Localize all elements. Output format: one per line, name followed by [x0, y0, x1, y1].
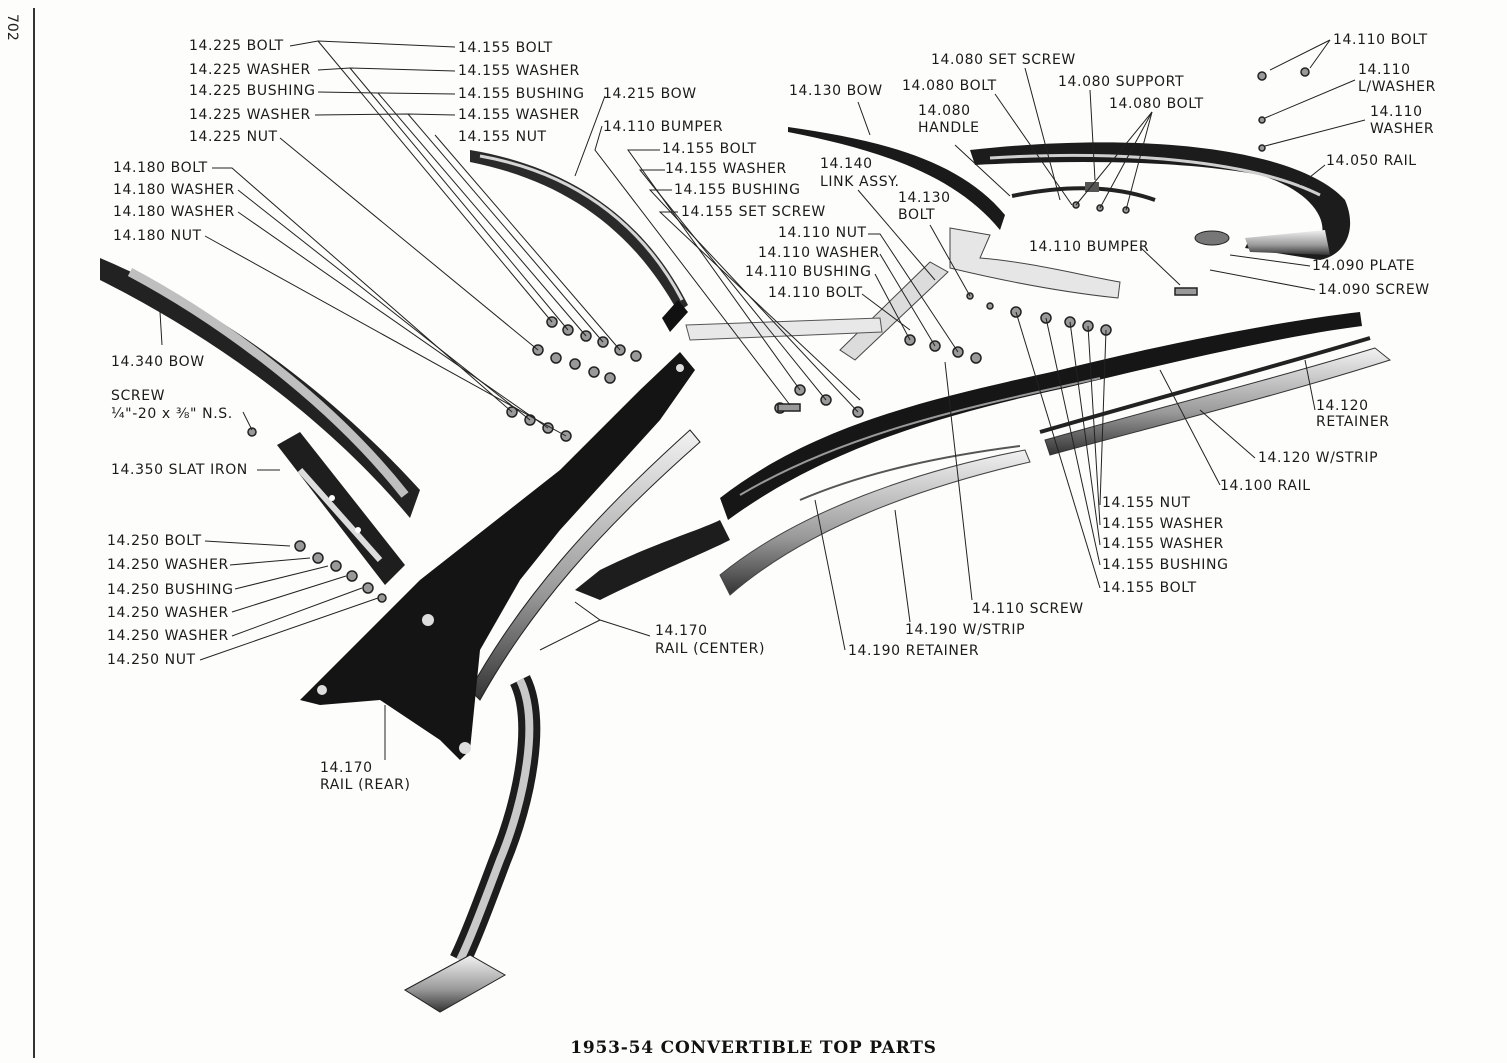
label-14-110-bolt: 14.110 BOLT — [768, 285, 863, 301]
label-14-050-rail: 14.050 RAIL — [1326, 153, 1417, 169]
label-14-090-screw: 14.090 SCREW — [1318, 282, 1430, 298]
label-14-180-bolt: 14.180 BOLT — [113, 160, 208, 176]
label-14-225-washer: 14.225 WASHER — [189, 62, 311, 78]
label-14-190-retainer: 14.190 RETAINER — [848, 643, 980, 659]
label-14-140-num: 14.140 — [820, 156, 873, 172]
label-14-225-nut: 14.225 NUT — [189, 129, 278, 145]
label-rail-center: RAIL (CENTER) — [655, 641, 766, 657]
label-14-250-washer: 14.250 WASHER — [107, 557, 229, 573]
label-14-130-bow: 14.130 BOW — [789, 83, 883, 99]
label-14-250-washer-3: 14.250 WASHER — [107, 628, 229, 644]
label-14-155-bolt: 14.155 BOLT — [458, 40, 553, 56]
label-14-180-washer-2: 14.180 WASHER — [113, 204, 235, 220]
label-14-155-nut: 14.155 NUT — [458, 129, 547, 145]
rail-center-14-170 — [404, 429, 730, 1013]
label-14-080-bolt-2: 14.080 BOLT — [1109, 96, 1204, 112]
label-14-180-washer: 14.180 WASHER — [113, 182, 235, 198]
retainer-14-120 — [1039, 336, 1392, 456]
label-link-assy: LINK ASSY. — [820, 174, 900, 190]
label-14-155-bushing-2: 14.155 BUSHING — [674, 182, 801, 198]
label-14-130-bolt-num: 14.130 — [898, 190, 951, 206]
slat-iron-14-350 — [277, 432, 405, 585]
label-14-340-bow: 14.340 BOW — [111, 354, 205, 370]
label-14-155-bolt-2: 14.155 BOLT — [662, 141, 757, 157]
label-14-250-bushing: 14.250 BUSHING — [107, 582, 234, 598]
figure-caption: 1953-54 CONVERTIBLE TOP PARTS — [570, 1038, 937, 1058]
label-14-225-bolt: 14.225 BOLT — [189, 38, 284, 54]
label-14-225-bushing: 14.225 BUSHING — [189, 83, 316, 99]
label-14-155-nut-2: 14.155 NUT — [1102, 495, 1191, 511]
link-assembly-14-140 — [685, 227, 1121, 361]
label-14-080-handle-num: 14.080 — [918, 103, 971, 119]
plate-14-090 — [1194, 230, 1230, 246]
label-14-155-bushing-3: 14.155 BUSHING — [1102, 557, 1229, 573]
label-14-110-screw: 14.110 SCREW — [972, 601, 1084, 617]
label-14-110-bushing: 14.110 BUSHING — [745, 264, 872, 280]
label-14-250-bolt: 14.250 BOLT — [107, 533, 202, 549]
label-14-100-rail: 14.100 RAIL — [1220, 478, 1311, 494]
label-14-155-washer: 14.155 WASHER — [458, 63, 580, 79]
handle-14-080 — [1011, 182, 1156, 202]
label-14-155-washer-5: 14.155 WASHER — [1102, 536, 1224, 552]
label-14-190-w-strip: 14.190 W/STRIP — [905, 622, 1026, 638]
label-14-090-plate: 14.090 PLATE — [1312, 258, 1416, 274]
label-14-250-nut: 14.250 NUT — [107, 652, 196, 668]
retainer-14-190 — [719, 445, 1031, 596]
label-14-110-washer: 14.110 WASHER — [758, 245, 880, 261]
bow-14-215 — [470, 150, 688, 332]
label-washer: WASHER — [1370, 121, 1435, 137]
label-14-110-bumper-2: 14.110 BUMPER — [1029, 239, 1150, 255]
rail-14-050 — [970, 142, 1351, 260]
binding-edge-line — [33, 8, 35, 1058]
label-14-110-bolt-2: 14.110 BOLT — [1333, 32, 1428, 48]
label-14-110-nut: 14.110 NUT — [778, 225, 867, 241]
label-handle: HANDLE — [918, 120, 980, 136]
label-14-155-washer-4: 14.155 WASHER — [1102, 516, 1224, 532]
label-14-120-w-strip: 14.120 W/STRIP — [1258, 450, 1379, 466]
label-14-350-slat-iron: 14.350 SLAT IRON — [111, 462, 248, 478]
label-14-170-rear-num: 14.170 — [320, 760, 373, 776]
leader-lines — [159, 39, 1366, 760]
label-14-155-bushing: 14.155 BUSHING — [458, 86, 585, 102]
label-screw: SCREW — [111, 388, 166, 404]
label-14-080-set-screw: 14.080 SET SCREW — [931, 52, 1076, 68]
label-14-180-nut: 14.180 NUT — [113, 228, 202, 244]
label-14-110-washer-num: 14.110 — [1370, 104, 1423, 120]
label-retainer: RETAINER — [1316, 414, 1390, 430]
label-14-080-bolt: 14.080 BOLT — [902, 78, 997, 94]
label-screw-size: ¼"-20 x ⅜" N.S. — [111, 406, 233, 422]
label-14-155-washer-2: 14.155 WASHER — [458, 107, 580, 123]
label-l-washer: L/WASHER — [1358, 79, 1436, 95]
label-14-120-num: 14.120 — [1316, 398, 1369, 414]
label-14-215-bow: 14.215 BOW — [603, 86, 697, 102]
bow-14-340 — [100, 258, 420, 518]
bow-14-130 — [788, 127, 1005, 230]
rail-rear-14-170 — [300, 352, 695, 760]
label-14-080-support: 14.080 SUPPORT — [1058, 74, 1185, 90]
label-rail-rear: RAIL (REAR) — [320, 777, 411, 793]
label-14-225-washer-2: 14.225 WASHER — [189, 107, 311, 123]
rail-14-100 — [720, 312, 1362, 520]
label-14-250-washer-2: 14.250 WASHER — [107, 605, 229, 621]
label-14-110-bumper: 14.110 BUMPER — [603, 119, 724, 135]
label-14-170-center-num: 14.170 — [655, 623, 708, 639]
label-14-155-set-screw: 14.155 SET SCREW — [681, 204, 826, 220]
label-14-110-lwasher-num: 14.110 — [1358, 62, 1411, 78]
label-14-155-washer-3: 14.155 WASHER — [665, 161, 787, 177]
label-14-155-bolt-3: 14.155 BOLT — [1102, 580, 1197, 596]
label-bolt: BOLT — [898, 207, 936, 223]
